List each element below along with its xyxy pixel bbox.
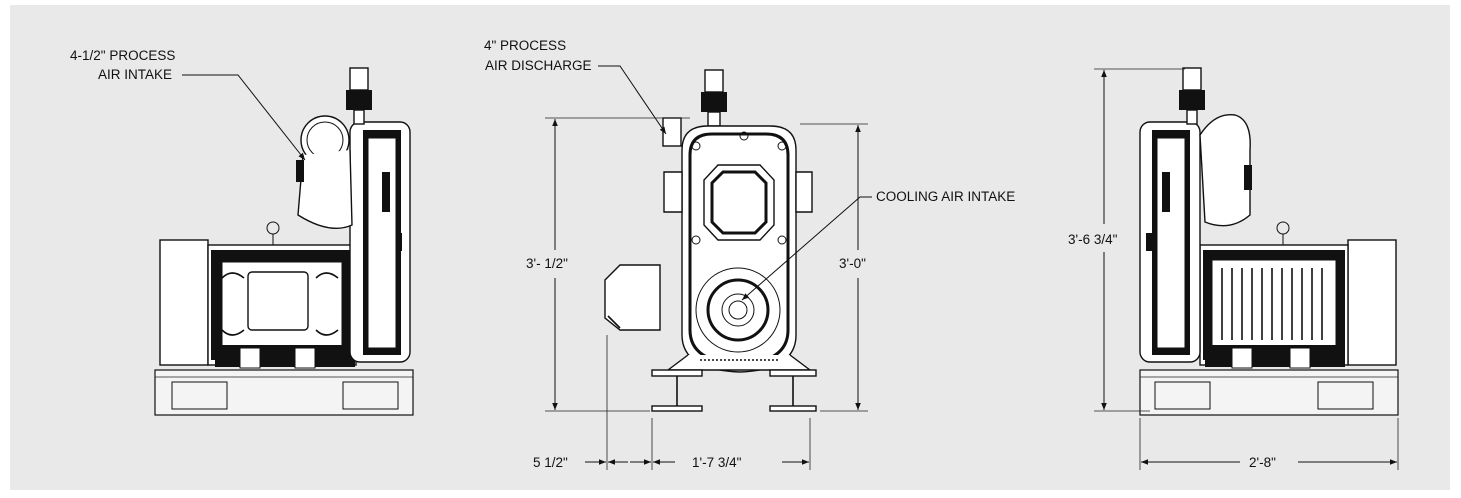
drawing-canvas: 4-1/2" PROCESS AIR INTAKE [10,5,1450,490]
left-blower-housing [349,121,411,363]
dim-side-width: 2'-8" [1139,418,1399,470]
right-motor [1199,221,1397,369]
right-blower-housing [1139,121,1201,363]
label-cooling-intake: COOLING AIR INTAKE [876,189,1015,204]
front-base-feet [651,354,817,412]
left-intake-pipe [296,115,353,229]
right-base-skid [1139,369,1399,416]
right-top-valve [1179,67,1205,125]
leader-process-intake [182,74,306,161]
front-view: 4" PROCESS AIR DISCHARGE COOLING AIR INT… [484,38,1015,470]
dim-front-height-left-text: 3'- 1/2" [526,256,568,271]
dim-front-offset-text: 5 1/2" [533,455,568,470]
dim-front-width-text: 1'-7 3/4" [692,455,742,470]
dim-front-height-right-text: 3'-0" [839,256,866,271]
dim-front-bottom: 5 1/2" 1'-7 3/4" [533,335,811,470]
label-process-discharge-line2: AIR DISCHARGE [485,58,592,73]
dim-side-width-text: 2'-8" [1249,455,1276,470]
front-blower-body [663,125,813,373]
leader-cooling-intake [741,196,872,301]
right-side-view: 3'-6 3/4" 2'-8" [1068,67,1399,470]
label-process-discharge-line1: 4" PROCESS [484,38,566,53]
right-intake-pipe [1199,113,1252,227]
label-process-intake-line1: 4-1/2" PROCESS [70,48,175,63]
left-motor [159,221,357,369]
dim-front-height-right: 3'-0" [800,123,868,412]
left-base-skid [154,369,414,416]
label-process-intake-line2: AIR INTAKE [98,67,172,82]
dim-side-height: 3'-6 3/4" [1068,68,1185,412]
leader-process-discharge [598,65,667,135]
front-terminal-box [604,264,661,331]
left-top-valve [346,67,372,125]
dim-side-height-text: 3'-6 3/4" [1068,232,1118,247]
left-side-view: 4-1/2" PROCESS AIR INTAKE [70,48,414,416]
front-discharge-flange [662,117,682,147]
dim-front-height-left: 3'- 1/2" [526,117,690,412]
front-top-valve [701,69,727,127]
